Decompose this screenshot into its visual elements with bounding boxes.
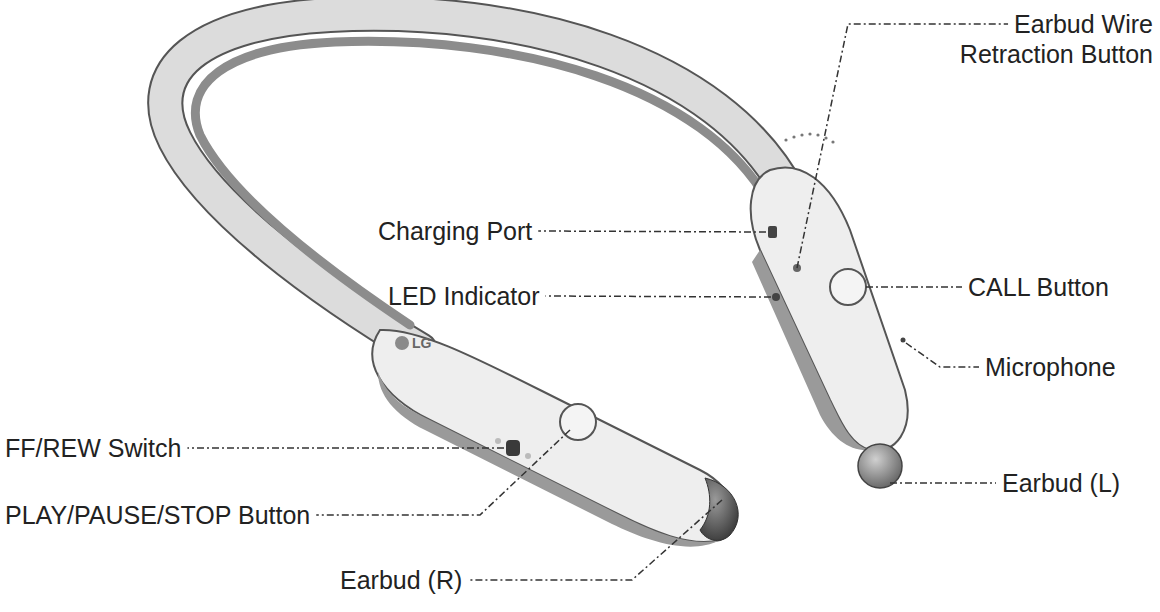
- leader-line: [890, 482, 996, 484]
- part-label: Earbud Wire Retraction Button: [945, 9, 1153, 69]
- logo-mark: [395, 336, 409, 350]
- part-label: LED Indicator: [388, 281, 539, 311]
- right-earbud: [700, 478, 738, 540]
- part-label: Microphone: [985, 352, 1116, 382]
- leader-line: [538, 231, 766, 232]
- led-indicator: [772, 293, 780, 301]
- neckband-outline: [165, 14, 790, 350]
- leader-line: [468, 500, 722, 580]
- neckband-inner-face: [195, 41, 770, 325]
- left-housing: [751, 168, 908, 451]
- logo-text: LG: [412, 335, 431, 351]
- part-label: Charging Port: [378, 216, 532, 246]
- charging-port: [768, 226, 777, 238]
- neckband: [165, 14, 790, 350]
- right-housing: [372, 330, 735, 542]
- leader-line: [906, 343, 979, 367]
- left-earbud: [858, 444, 902, 488]
- leader-line: [866, 286, 962, 288]
- part-label: Earbud (L): [1002, 468, 1120, 498]
- leader-line: [545, 296, 771, 297]
- right-housing-shade: [378, 372, 720, 547]
- switch-dot: [495, 438, 501, 444]
- dot-pattern: [784, 132, 834, 143]
- part-label: FF/REW Switch: [5, 433, 181, 463]
- microphone-hole: [901, 338, 906, 343]
- left-housing-shade: [752, 250, 870, 450]
- switch-dot: [525, 453, 531, 459]
- leader-line: [187, 447, 504, 449]
- ff-rew-switch: [506, 440, 520, 456]
- part-label: PLAY/PAUSE/STOP Button: [5, 500, 310, 530]
- leader-line: [316, 430, 570, 515]
- call-button: [830, 269, 866, 305]
- part-label: CALL Button: [968, 272, 1109, 302]
- part-label: Earbud (R): [340, 565, 462, 595]
